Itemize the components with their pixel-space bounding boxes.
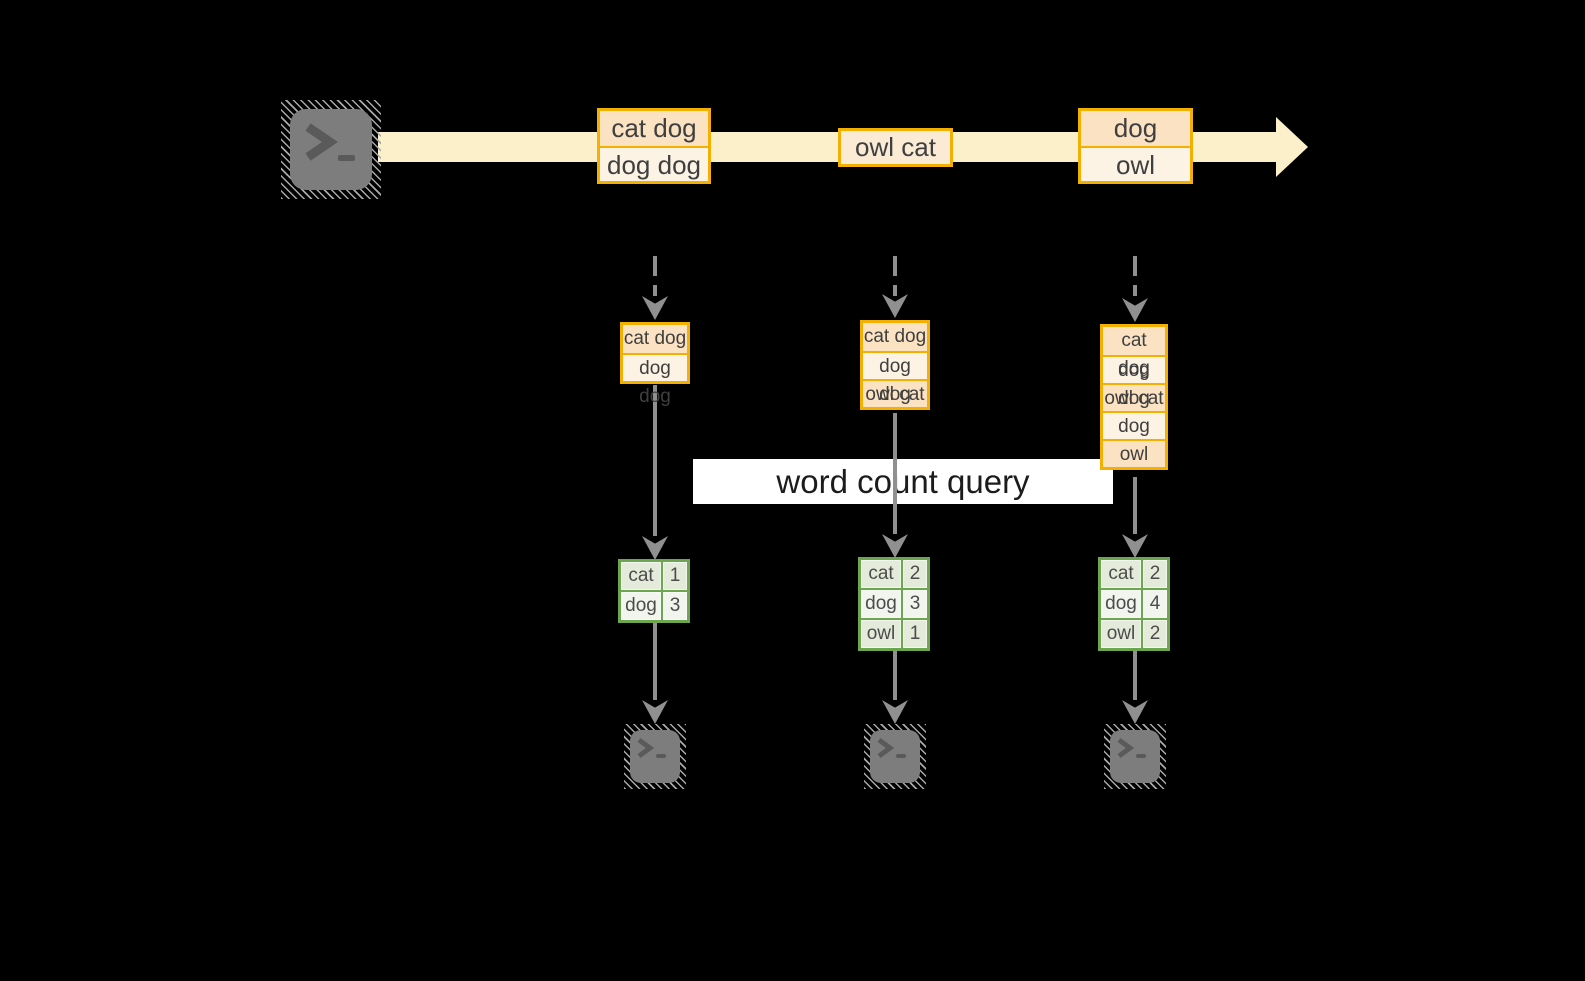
count-row: cat 1 [621, 562, 687, 590]
count-value-cell: 2 [1143, 620, 1167, 648]
terminal-prompt-icon [305, 123, 338, 161]
count-value-cell: 1 [903, 620, 927, 648]
terminal-body [290, 109, 372, 190]
arrowhead-down-icon [1122, 534, 1148, 558]
count-word-cell: dog [621, 592, 663, 620]
buffer-word-line: dog dog [623, 353, 687, 407]
arrowhead-down-icon [642, 536, 668, 560]
buffer-word-line: dog dog [863, 351, 927, 405]
sink-terminal-icon [624, 724, 686, 789]
buffer-word-line: owl cat [863, 379, 927, 407]
terminal-body [870, 730, 920, 783]
dashed-arrow-line [653, 256, 657, 296]
query-label-text: word count query [776, 463, 1030, 500]
query-label: word count query [693, 459, 1113, 504]
terminal-prompt-icon [877, 737, 894, 759]
event-word-line: dog dog [600, 146, 708, 181]
arrowhead-down-icon [642, 700, 668, 724]
count-word-cell: dog [861, 590, 903, 618]
count-table-3: cat 2 dog 4 owl 2 [1098, 557, 1170, 651]
dashed-arrow-line [1133, 256, 1137, 296]
event-word-line: owl [1081, 146, 1190, 181]
buffer-word-line: owl [1103, 439, 1165, 467]
buffer-word-line: dog dog [1103, 355, 1165, 409]
count-word-cell: owl [861, 620, 903, 648]
stream-event-2: owl cat [838, 128, 953, 167]
count-word-cell: cat [621, 562, 663, 590]
arrow-line [893, 413, 897, 534]
count-word-cell: owl [1101, 620, 1143, 648]
stream-arrowhead-icon [1276, 117, 1308, 177]
event-word-line: dog [1081, 111, 1190, 146]
count-value-cell: 3 [663, 592, 687, 620]
stream-event-1: cat dog dog dog [597, 108, 711, 184]
count-word-cell: cat [861, 560, 903, 588]
count-row: dog 3 [861, 588, 927, 618]
count-row: owl 1 [861, 618, 927, 648]
arrowhead-down-icon [882, 700, 908, 724]
buffer-word-line: cat dog [623, 325, 687, 353]
count-word-cell: cat [1101, 560, 1143, 588]
buffer-word-line: cat dog [1103, 327, 1165, 379]
terminal-cursor-icon [656, 754, 666, 758]
buffer-word-line: cat dog [863, 323, 927, 351]
count-value-cell: 4 [1143, 590, 1167, 618]
arrowhead-down-icon [882, 534, 908, 558]
arrow-line [893, 650, 897, 700]
buffer-word-line: dog [1103, 411, 1165, 439]
arrowhead-down-icon [1122, 700, 1148, 724]
sink-terminal-icon [864, 724, 926, 789]
terminal-cursor-icon [1136, 754, 1146, 758]
event-word-line: cat dog [600, 111, 708, 146]
terminal-cursor-icon [896, 754, 906, 758]
input-buffer-1: cat dog dog dog [620, 322, 690, 407]
count-value-cell: 3 [903, 590, 927, 618]
count-row: dog 4 [1101, 588, 1167, 618]
count-value-cell: 2 [903, 560, 927, 588]
stream-event-3: dog owl [1078, 108, 1193, 184]
terminal-prompt-icon [637, 737, 654, 759]
arrow-line [653, 385, 657, 536]
arrow-line [653, 622, 657, 700]
event-word-line: owl cat [841, 131, 950, 164]
input-buffer-3: cat dog dog dog owl cat dog owl [1100, 324, 1168, 470]
count-value-cell: 1 [663, 562, 687, 590]
arrowhead-down-icon [882, 294, 908, 318]
terminal-body [1110, 730, 1160, 783]
count-table-1: cat 1 dog 3 [618, 559, 690, 623]
terminal-cursor-icon [338, 155, 355, 161]
buffer-word-line: owl cat [1103, 383, 1165, 411]
count-value-cell: 2 [1143, 560, 1167, 588]
terminal-prompt-icon [1117, 737, 1134, 759]
arrowhead-down-icon [642, 296, 668, 320]
source-terminal-icon [281, 100, 381, 199]
count-row: cat 2 [861, 560, 927, 588]
arrowhead-down-icon [1122, 298, 1148, 322]
arrow-line [1133, 477, 1137, 534]
count-table-2: cat 2 dog 3 owl 1 [858, 557, 930, 651]
terminal-body [630, 730, 680, 783]
input-buffer-2: cat dog dog dog owl cat [860, 320, 930, 410]
count-row: dog 3 [621, 590, 687, 620]
dashed-arrow-line [893, 256, 897, 296]
count-word-cell: dog [1101, 590, 1143, 618]
count-row: owl 2 [1101, 618, 1167, 648]
sink-terminal-icon [1104, 724, 1166, 789]
arrow-line [1133, 650, 1137, 700]
count-row: cat 2 [1101, 560, 1167, 588]
